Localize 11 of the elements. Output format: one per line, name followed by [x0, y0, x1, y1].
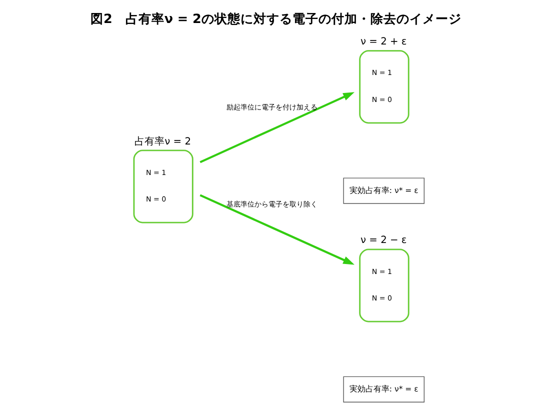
- node-box: N = 1 N = 0: [133, 150, 194, 224]
- arrow: [200, 194, 354, 265]
- node-box: N = 1 N = 0: [359, 50, 410, 124]
- node-label: ν = 2 − ε: [360, 235, 407, 246]
- node-label: 占有率ν = 2: [134, 136, 192, 148]
- node-label: ν = 2 + ε: [360, 36, 407, 48]
- edge-label: 基底準位から電子を取り除く: [226, 199, 318, 208]
- diagram-title: 図2 占有率ν = 2の状態に対する電子の付加・除去のイメージ: [90, 11, 462, 26]
- arrow: [200, 92, 354, 164]
- node-box: N = 1 N = 0: [359, 248, 410, 322]
- edge-label: 励起準位に電子を付け加える: [226, 102, 318, 112]
